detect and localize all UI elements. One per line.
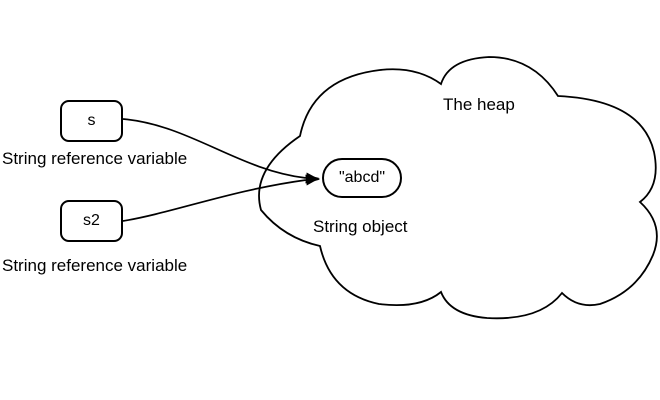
string-object-value: "abcd"	[338, 169, 386, 186]
variable-box-s2-label: s2	[83, 212, 100, 229]
caption-string-reference-variable-2: String reference variable	[2, 256, 188, 275]
arrow-s2-to-string-object	[122, 174, 320, 222]
variable-box-s: s	[60, 100, 123, 142]
variable-box-s-label: s	[87, 112, 96, 129]
heap-cloud-outline	[258, 56, 658, 320]
arrow-s-to-string-object	[122, 118, 320, 184]
variable-box-s2: s2	[60, 200, 123, 242]
heap-label: The heap	[443, 95, 515, 114]
string-object-node: "abcd"	[322, 158, 402, 198]
caption-string-reference-variable-1: String reference variable	[2, 149, 188, 168]
caption-string-object: String object	[313, 217, 408, 236]
